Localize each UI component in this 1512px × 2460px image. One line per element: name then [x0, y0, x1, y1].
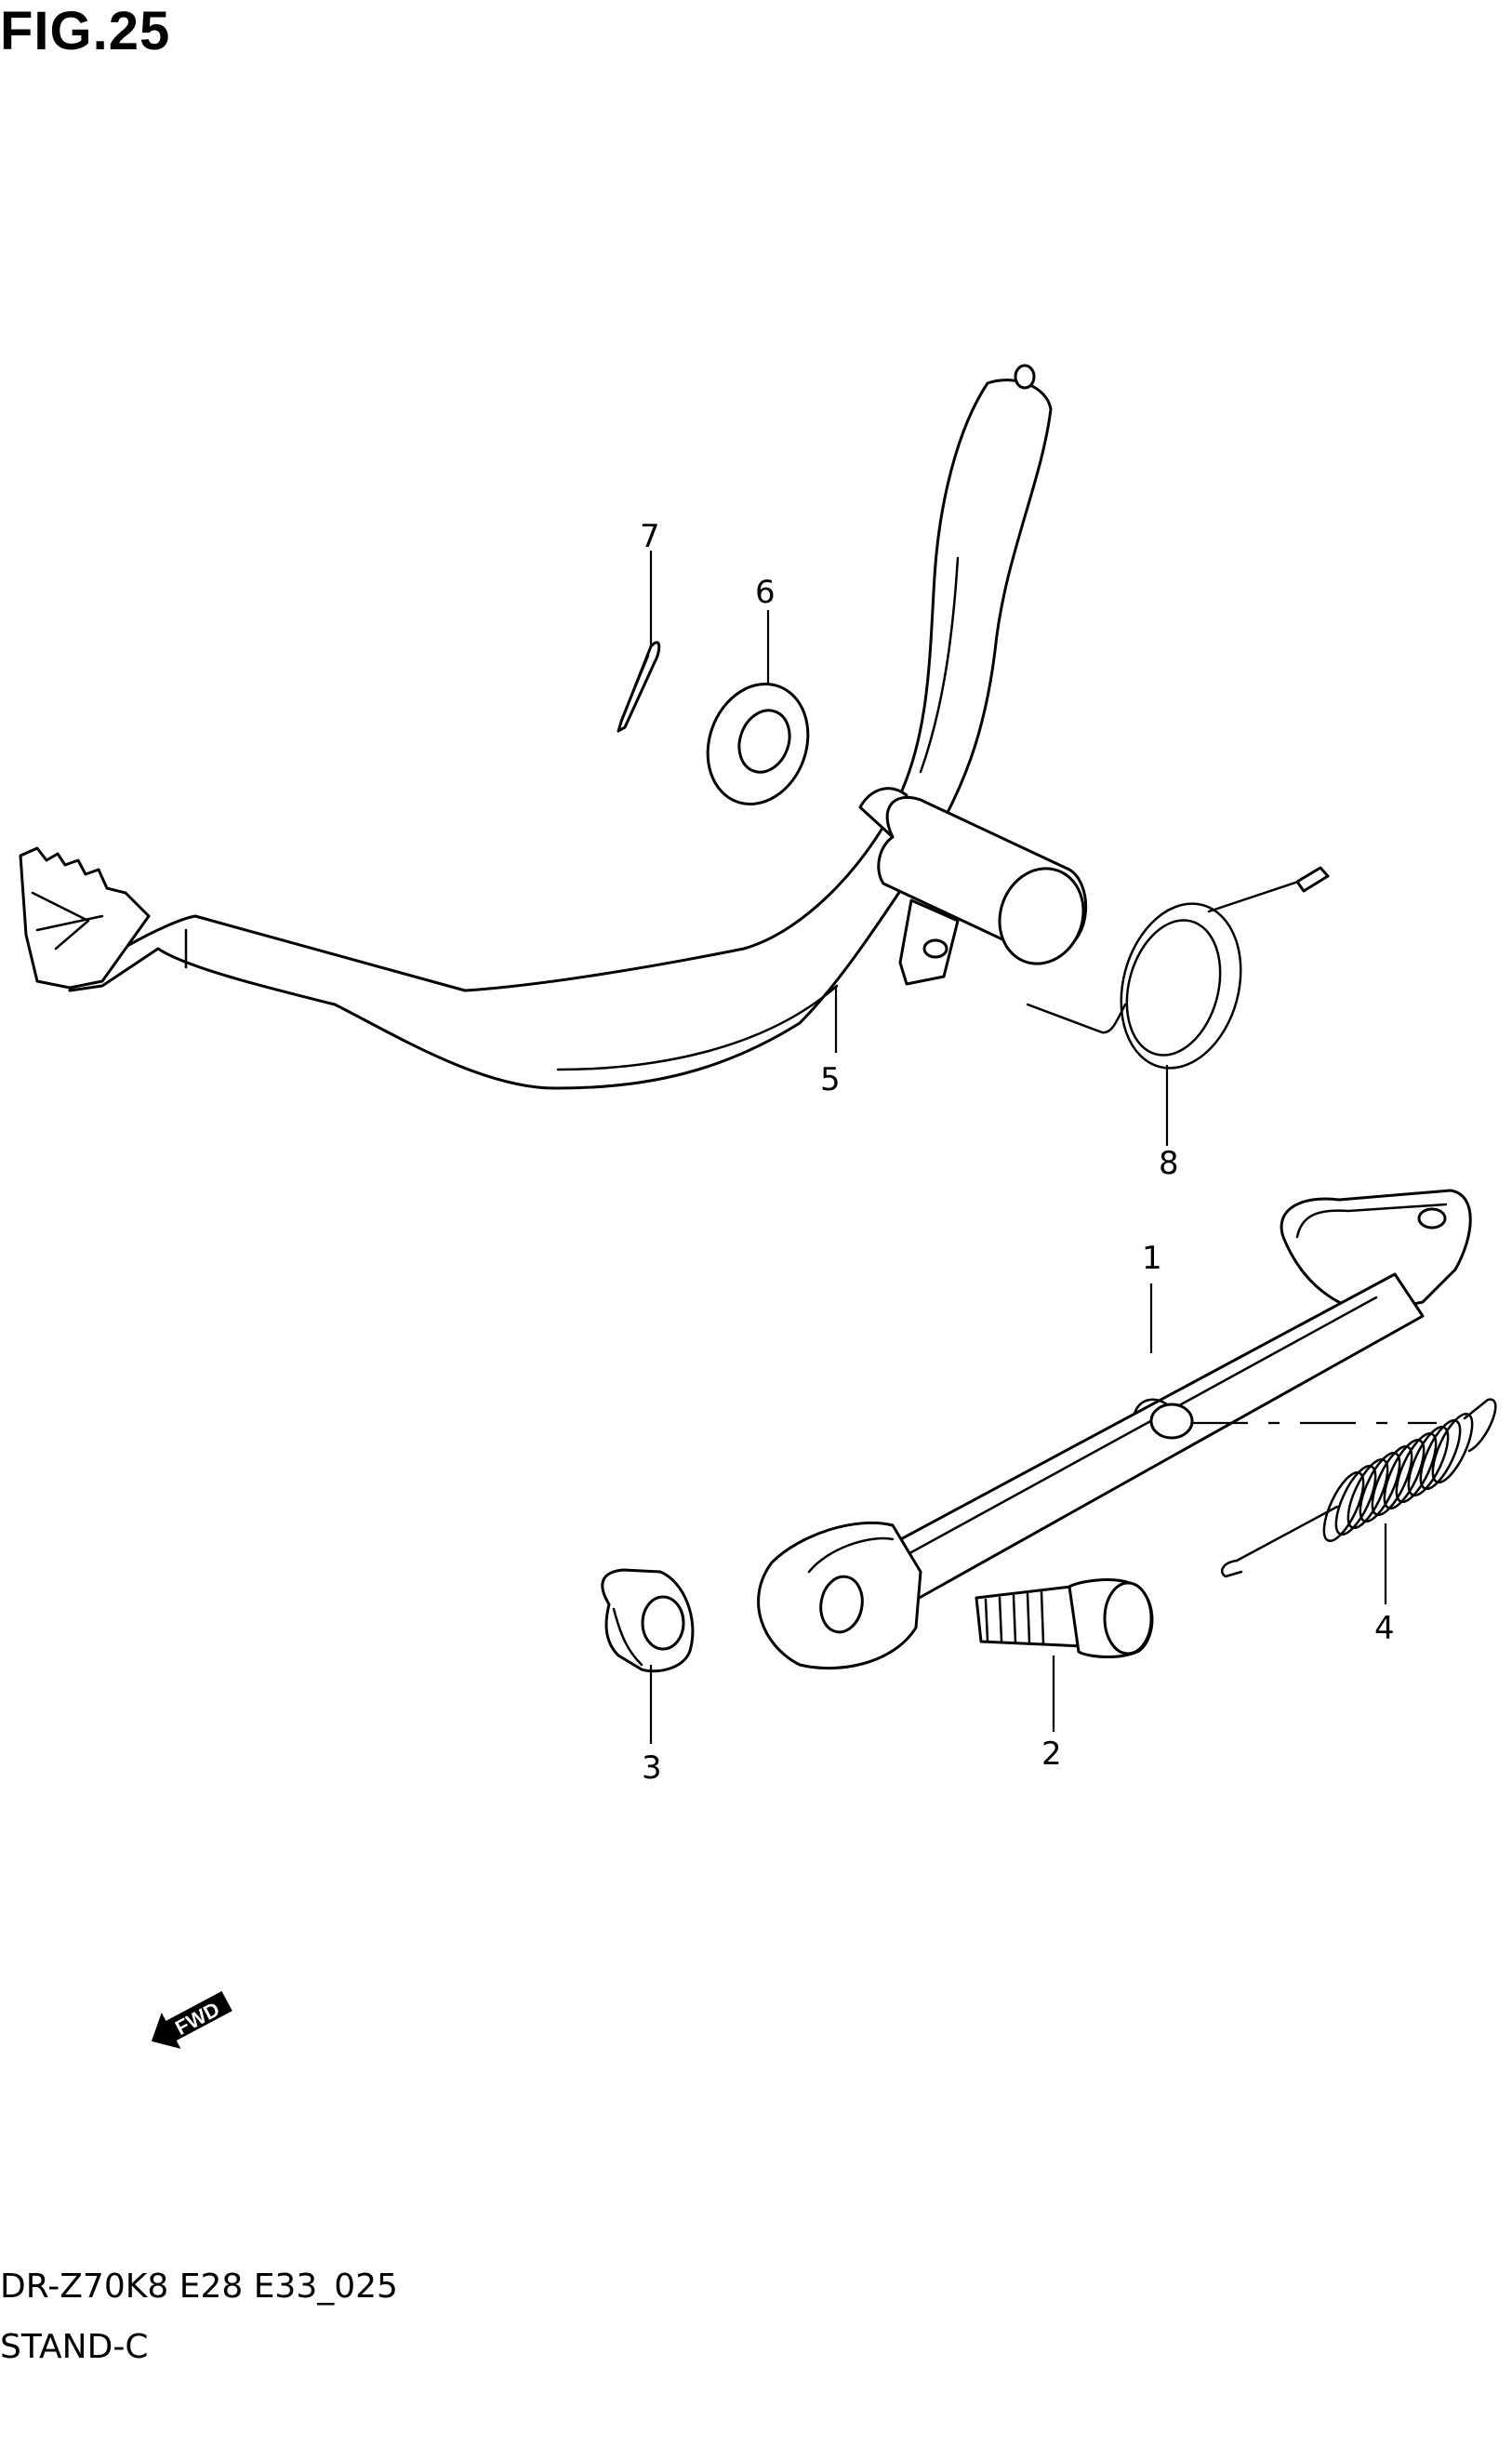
callout-7: 7	[640, 518, 660, 555]
nut-part[interactable]	[601, 1568, 695, 1673]
callout-5: 5	[820, 1061, 841, 1098]
washer-part[interactable]	[692, 670, 825, 818]
callout-1: 1	[1142, 1240, 1162, 1277]
side-stand-part[interactable]	[757, 1189, 1472, 1670]
section-name: STAND-C	[0, 2328, 149, 2366]
fwd-arrow-icon: FWD	[151, 1990, 232, 2049]
callout-2: 2	[1041, 1735, 1062, 1773]
cotter-pin-part[interactable]	[617, 641, 661, 733]
leader-lines	[649, 551, 1437, 1744]
callout-6: 6	[755, 574, 776, 611]
model-code: DR-Z70K8 E28 E33_025	[0, 2267, 398, 2306]
callout-labels: 7 6 5 8 1 4 2 3	[640, 518, 1395, 1787]
brake-pedal-part[interactable]	[19, 364, 1096, 1090]
torsion-spring-part[interactable]	[1026, 866, 1330, 1082]
callout-4: 4	[1374, 1610, 1395, 1647]
fwd-label: FWD	[171, 1997, 223, 2040]
pivot-bolt-part[interactable]	[975, 1578, 1154, 1659]
callout-3: 3	[642, 1749, 662, 1787]
callout-8: 8	[1159, 1145, 1179, 1182]
tension-spring-part[interactable]	[1221, 1398, 1497, 1578]
figure-title: FIG.25	[0, 1, 171, 61]
